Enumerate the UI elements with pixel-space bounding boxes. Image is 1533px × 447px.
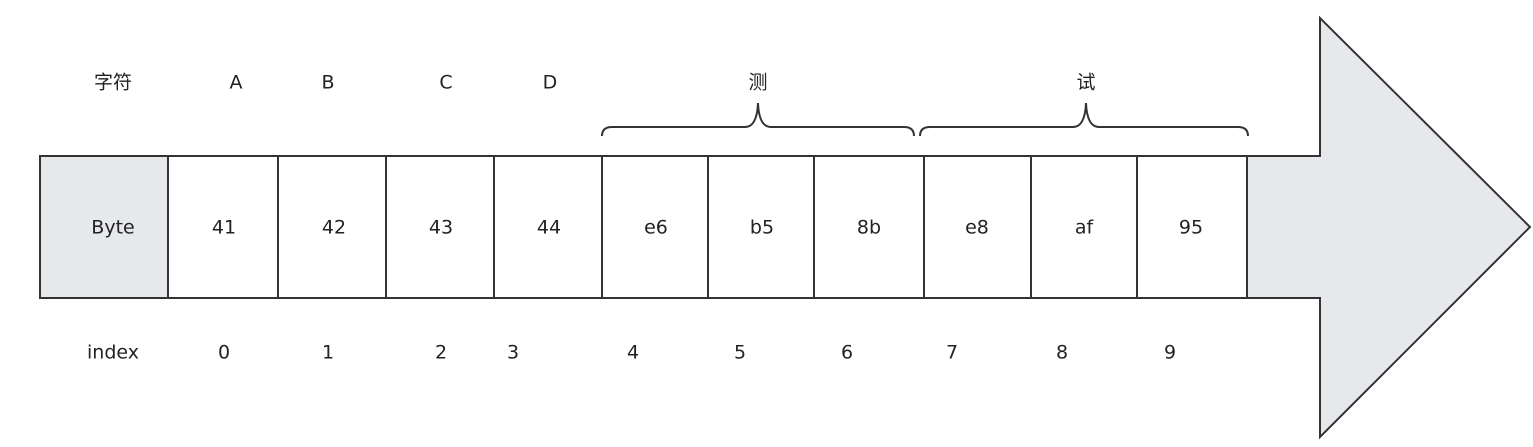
byte-value: 42 xyxy=(321,216,347,239)
byte-value: 44 xyxy=(536,216,562,239)
byte-value: e8 xyxy=(965,216,989,239)
byte-value: 8b xyxy=(856,216,882,239)
index-value: 7 xyxy=(945,341,959,364)
index-value: 9 xyxy=(1163,341,1177,364)
index-value: 1 xyxy=(321,341,335,364)
byte-row-label: Byte xyxy=(91,216,135,239)
index-row-label: index xyxy=(87,341,139,364)
byte-cells xyxy=(167,155,1248,299)
chars-row-label: 字符 xyxy=(93,71,133,94)
byte-cell xyxy=(923,155,1032,299)
byte-value: 43 xyxy=(428,216,454,239)
grouped-char-label: 测 xyxy=(748,71,768,94)
curly-brace-ce xyxy=(601,102,915,137)
index-value: 0 xyxy=(217,341,231,364)
grouped-char-label: 试 xyxy=(1076,71,1096,94)
byte-cell xyxy=(707,155,815,299)
char-label: C xyxy=(439,71,453,94)
char-label: A xyxy=(229,71,243,94)
byte-cell xyxy=(813,155,925,299)
byte-value: af xyxy=(1074,216,1094,239)
byte-value: b5 xyxy=(749,216,775,239)
index-value: 5 xyxy=(733,341,747,364)
byte-cell xyxy=(1136,155,1248,299)
byte-value: e6 xyxy=(644,216,668,239)
byte-value: 95 xyxy=(1178,216,1204,239)
char-label: B xyxy=(321,71,335,94)
byte-cell xyxy=(601,155,709,299)
index-value: 3 xyxy=(506,341,520,364)
byte-value: 41 xyxy=(211,216,237,239)
index-value: 8 xyxy=(1055,341,1069,364)
index-value: 6 xyxy=(840,341,854,364)
char-label: D xyxy=(542,71,558,94)
curly-brace-shi xyxy=(919,102,1249,137)
byte-cell xyxy=(167,155,279,299)
index-value: 4 xyxy=(626,341,640,364)
index-value: 2 xyxy=(434,341,448,364)
byte-cell xyxy=(1030,155,1138,299)
byte-cell xyxy=(277,155,387,299)
byte-cell xyxy=(493,155,603,299)
